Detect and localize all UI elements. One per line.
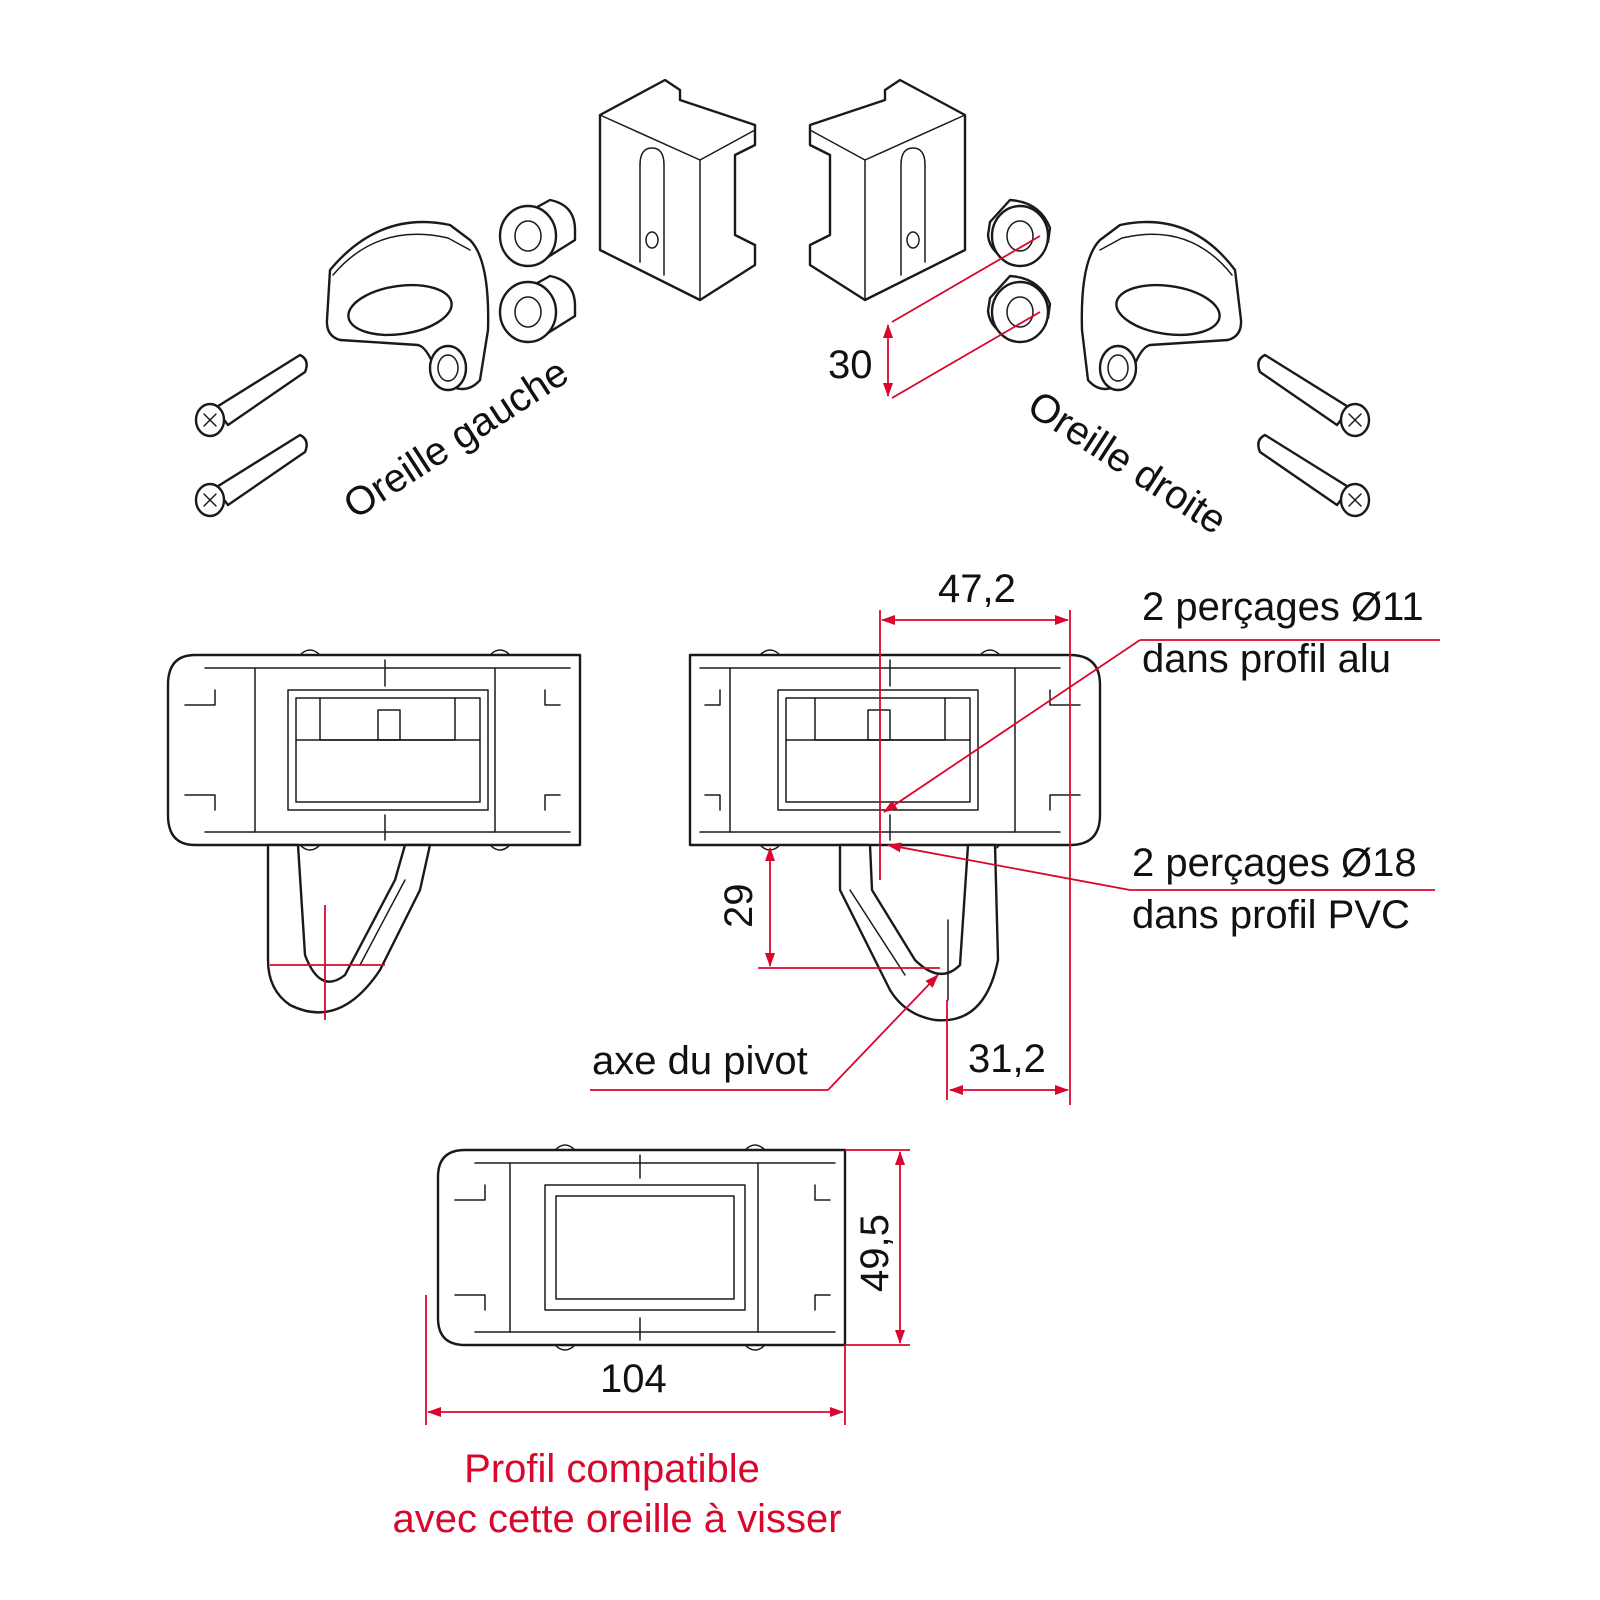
right-spacer-lower [986, 274, 1052, 344]
profile-height-value: 49,5 [853, 1214, 897, 1292]
section-view-left [166, 649, 582, 1020]
section-view-right [688, 610, 1102, 1105]
exploded-view: 30 Oreille gauche Oreille droite [194, 78, 1371, 543]
pivot-axis-callout: axe du pivot [590, 974, 939, 1091]
pivot-offset-dimension: 31,2 [949, 1037, 1069, 1095]
pivot-offset-value: 31,2 [968, 1037, 1046, 1081]
right-ear-label: Oreille droite [1020, 383, 1234, 543]
drill-alu-line2: dans profil alu [1142, 637, 1391, 681]
profile-width-dimension: 104 [425, 1295, 846, 1425]
right-screw-lower [1257, 433, 1371, 518]
left-bracket [598, 78, 757, 302]
drill-pvc-line1: 2 perçages Ø18 [1132, 841, 1417, 885]
drill-pvc-line2: dans profil PVC [1132, 893, 1410, 937]
profile-height-dimension: 49,5 [845, 1149, 910, 1346]
drill-pvc-callout: 2 perçages Ø18 dans profil PVC [887, 841, 1435, 937]
hole-offset-dimension: 47,2 [881, 567, 1069, 625]
right-screw-upper [1257, 353, 1371, 438]
right-ear-part [1080, 220, 1243, 392]
hole-offset-value: 47,2 [938, 567, 1016, 611]
profile-width-value: 104 [600, 1357, 667, 1401]
pivot-axis-label: axe du pivot [592, 1039, 808, 1083]
drill-alu-callout: 2 perçages Ø11 dans profil alu [883, 585, 1440, 813]
left-screw-lower [194, 433, 308, 518]
right-bracket [808, 78, 967, 302]
compatible-profile [436, 1144, 847, 1351]
compatible-caption-line2: avec cette oreille à visser [392, 1497, 841, 1541]
left-screw-upper [194, 353, 308, 438]
pivot-height-value: 29 [717, 884, 761, 929]
left-spacer-upper [498, 198, 577, 268]
left-ear-part [325, 220, 490, 392]
pivot-height-dimension: 29 [717, 847, 940, 969]
spacer-height-dimension: 30 [828, 235, 1041, 399]
drill-alu-line1: 2 perçages Ø11 [1142, 585, 1424, 629]
compatible-caption-line1: Profil compatible [464, 1447, 760, 1491]
left-spacer-lower [498, 274, 577, 344]
spacer-height-value: 30 [828, 343, 873, 387]
right-spacer-upper [986, 198, 1052, 268]
